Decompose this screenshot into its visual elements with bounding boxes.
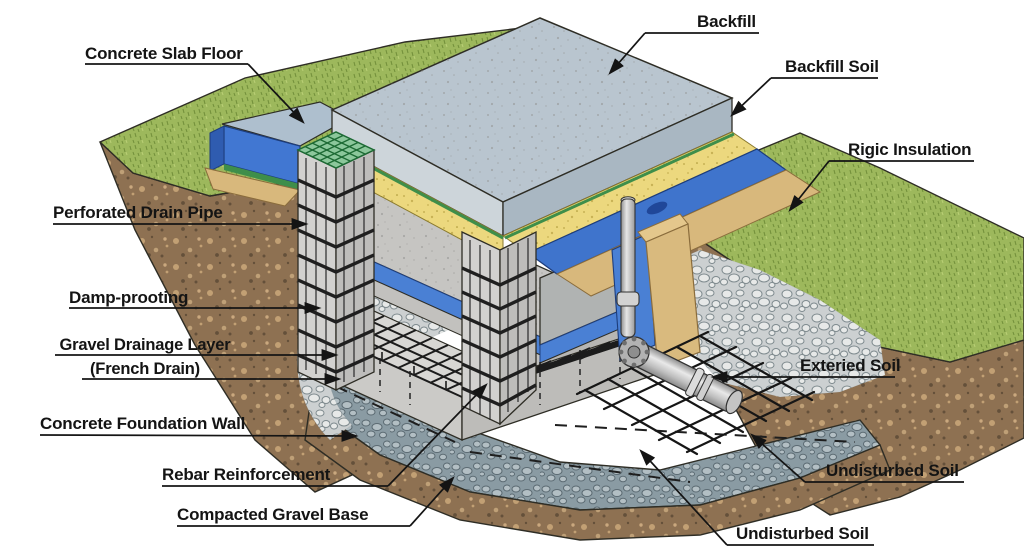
column-left-stirrups bbox=[297, 178, 375, 374]
left-slab-blue-end bbox=[209, 125, 225, 172]
label-exterior-soil: Exteried Soil bbox=[800, 356, 901, 375]
left-slab-sand-bed bbox=[204, 167, 301, 207]
label-damp-proofing: Damp-prooting bbox=[69, 288, 189, 307]
leader-lines bbox=[39, 32, 974, 546]
label-concrete-foundation-wall: Concrete Foundation Wall bbox=[40, 414, 246, 433]
rebar-column-center bbox=[461, 230, 537, 426]
form-board-group bbox=[611, 196, 701, 369]
label-backfill: Backfill bbox=[697, 12, 756, 31]
label-rigid-insulation: Rigic Insulation bbox=[848, 140, 972, 159]
wire-mesh-grid bbox=[304, 134, 366, 166]
undisturbed-soil-layer bbox=[304, 403, 891, 541]
leader-rebar-arrow bbox=[387, 383, 488, 487]
wire-mesh-cap bbox=[296, 131, 376, 169]
label-concrete-slab-floor: Concrete Slab Floor bbox=[85, 44, 243, 63]
label-backfill-soil: Backfill Soil bbox=[785, 57, 879, 76]
column-left-rebar-verticals bbox=[305, 157, 365, 382]
green-layer-line-right bbox=[504, 132, 735, 240]
leader-concrete-slab-floor-arrow bbox=[247, 63, 305, 124]
label-undisturbed-soil-right: Undisturbed Soil bbox=[826, 461, 959, 480]
flange-bolts bbox=[618, 336, 650, 368]
leader-concrete-foundation-wall bbox=[39, 430, 359, 442]
column-center-stirrups bbox=[461, 266, 537, 407]
leader-compacted-gravel-arrow bbox=[409, 476, 455, 527]
drain-pipe-ring bbox=[685, 367, 705, 398]
pipe-coupling bbox=[616, 291, 640, 307]
rebar-column-left bbox=[296, 131, 376, 392]
leader-undisturbed-right-arrow bbox=[750, 433, 806, 483]
leader-backfill-soil-arrow bbox=[730, 77, 772, 117]
drain-pipe-end bbox=[725, 389, 743, 415]
leader-backfill-arrow bbox=[608, 32, 646, 75]
label-undisturbed-soil-bottom: Undisturbed Soil bbox=[736, 524, 869, 543]
form-board-face bbox=[645, 223, 701, 369]
perforated-drain-pipe-group bbox=[618, 336, 743, 415]
label-compacted-gravel-base: Compacted Gravel Base bbox=[177, 505, 369, 524]
membrane-smudge bbox=[646, 201, 668, 215]
vertical-drain-pipe bbox=[620, 198, 636, 338]
left-slab-green-line bbox=[224, 164, 300, 190]
excavation-base-layers bbox=[297, 314, 891, 541]
leader-rigid-insulation-arrow bbox=[788, 160, 830, 212]
leader-undisturbed-bottom-arrow bbox=[639, 449, 728, 546]
label-gravel-drainage-layer: Gravel Drainage Layer (French Drain) bbox=[59, 336, 231, 378]
label-perforated-drain-pipe: Perforated Drain Pipe bbox=[53, 203, 223, 222]
label-rebar-reinforcement: Rebar Reinforcement bbox=[162, 465, 331, 484]
